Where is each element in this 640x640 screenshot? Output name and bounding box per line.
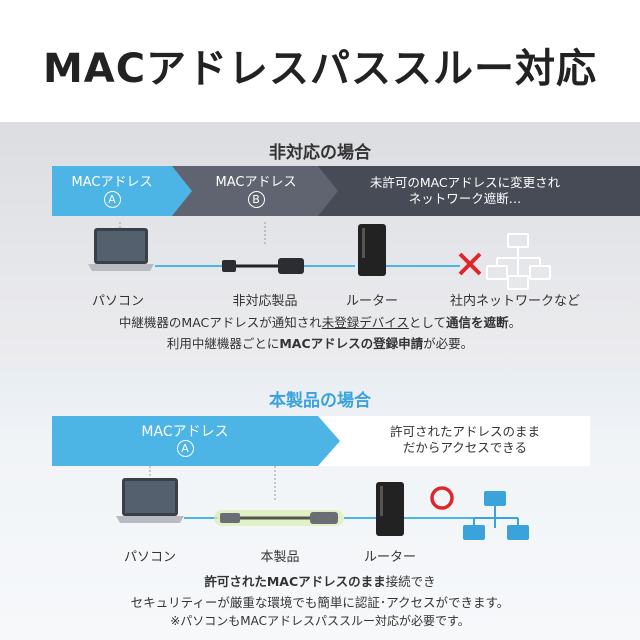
chevron-mac-b: MACアドレス B [196, 175, 316, 208]
chevron-mac-a2-label: MACアドレス [141, 424, 229, 440]
note-supported-2: セキュリティーが厳重な環境でも簡単に認証･アクセスができます。 [130, 595, 510, 610]
header [0, 0, 640, 122]
adapter-icon [222, 258, 304, 274]
note-supported-3: ※パソコンもMACアドレスパススルー対応が必要です。 [170, 614, 470, 628]
note-unsupported-2: 利用中継機器ごとにMACアドレスの登録申請が必要。 [166, 336, 474, 351]
product-cable-icon [214, 510, 344, 526]
label-network: 社内ネットワークなど [449, 294, 580, 309]
section-supported [0, 367, 640, 640]
label-pc-1: パソコン [91, 294, 144, 309]
note-unsupported-1: 中継機器のMACアドレスが通知され未登録デバイスとして通信を遮断。 [118, 315, 522, 330]
page-title: MACアドレスパススルー対応 [42, 46, 598, 92]
cross-icon [458, 252, 482, 276]
label-router-1: ルーター [345, 294, 398, 309]
chevron-blocked-line1: 未許可のMACアドレスに変更され [369, 175, 561, 190]
laptop-icon [116, 478, 184, 523]
label-adapter: 非対応製品 [232, 294, 298, 309]
router-icon [376, 482, 404, 536]
chevron-blocked: 未許可のMACアドレスに変更され ネットワーク遮断… [340, 175, 590, 207]
chevron-blocked-line2: ネットワーク遮断… [408, 191, 522, 206]
laptop-icon [88, 228, 154, 271]
chevron-mac-a-bg [52, 166, 192, 216]
diagram-supported [116, 466, 529, 540]
chevron-mac-a2-bg [52, 416, 340, 466]
section-supported-heading: 本製品の場合 [269, 391, 371, 411]
badge-a2: A [176, 440, 194, 457]
note-supported-1: 許可されたMACアドレスのまま接続でき [204, 574, 436, 589]
network-icon [486, 233, 551, 290]
chevron-bar-unsupported [52, 166, 640, 216]
network-icon [463, 491, 529, 540]
chevron-mac-a2: MACアドレス A [110, 424, 260, 457]
chevron-allowed: 許可されたアドレスのまま だからアクセスできる [340, 424, 590, 456]
label-pc-2: パソコン [123, 550, 176, 565]
label-product: 本製品 [260, 550, 300, 565]
diagram-unsupported [88, 222, 551, 290]
section-unsupported-heading: 非対応の場合 [269, 143, 371, 163]
chevron-allowed-line2: だからアクセスできる [402, 440, 528, 455]
chevron-allowed-line1: 許可されたアドレスのまま [389, 424, 540, 439]
label-router-2: ルーター [363, 550, 416, 565]
badge-a: A [103, 191, 121, 208]
circle-ok-icon [430, 486, 454, 510]
chevron-mac-a: MACアドレス A [52, 175, 172, 208]
router-icon [358, 224, 386, 276]
chevron-mac-b-label: MACアドレス [215, 175, 297, 190]
chevron-mac-a-label: MACアドレス [71, 175, 153, 190]
badge-b: B [247, 191, 265, 208]
